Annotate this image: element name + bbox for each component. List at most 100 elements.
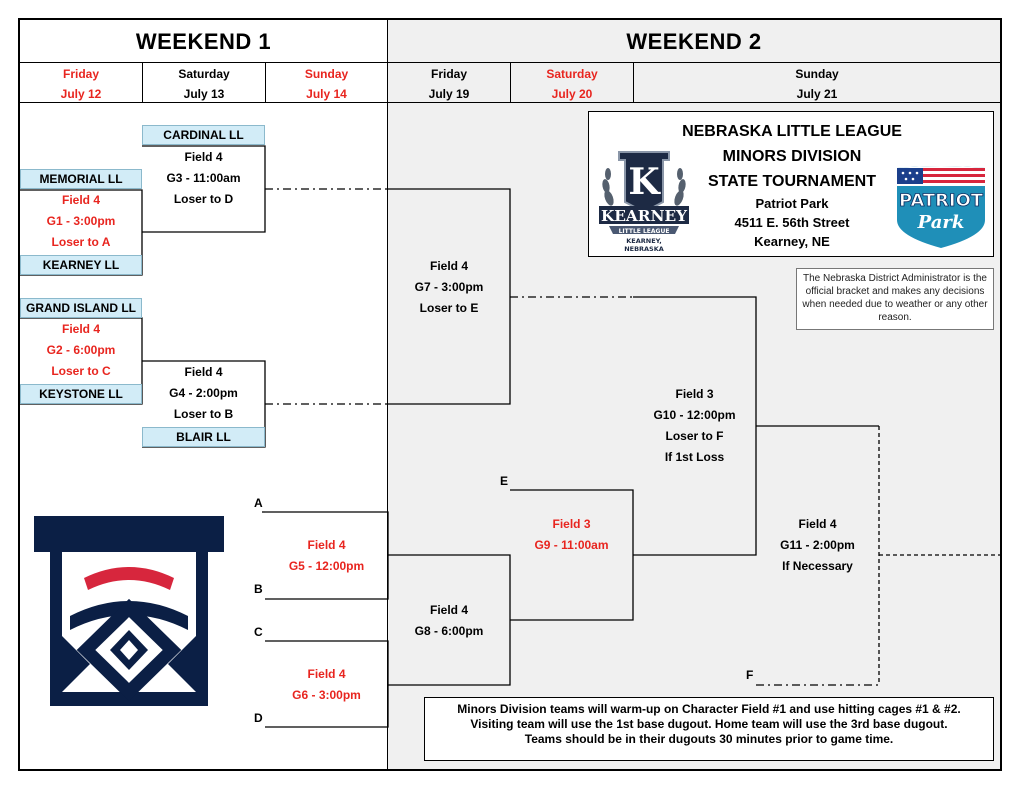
day-divider: [142, 62, 143, 103]
day-divider: [265, 62, 266, 103]
team-kearney: KEARNEY LL: [20, 255, 142, 275]
day-divider: [633, 62, 634, 103]
day-date: July 20: [551, 87, 593, 101]
game-field: Field 3: [675, 387, 714, 401]
svg-text:KEARNEY,: KEARNEY,: [626, 237, 662, 245]
game-note: Loser to C: [51, 364, 111, 378]
game-note: Loser to D: [173, 192, 234, 206]
venue-details: Patriot Park 4511 E. 56th Street Kearney…: [689, 194, 895, 251]
administrator-note: The Nebraska District Administrator is t…: [796, 268, 994, 330]
game-g6: Field 4 G6 - 3:00pm: [265, 664, 388, 706]
day-date: July 12: [60, 87, 102, 101]
game-field: Field 4: [61, 193, 100, 207]
patriot-park-logo: PATRIOT Park: [897, 166, 985, 248]
g9-bracket-line: [510, 489, 634, 621]
game-note: If 1st Loss: [664, 450, 725, 464]
game-note: Loser to A: [51, 235, 111, 249]
slot-a: A: [254, 496, 263, 510]
game-time: G2 - 6:00pm: [46, 343, 116, 357]
game-g5: Field 4 G5 - 12:00pm: [265, 535, 388, 577]
footer-notes: Minors Division teams will warm-up on Ch…: [424, 697, 994, 761]
day-name: Saturday: [178, 67, 230, 81]
game-g8: Field 4 G8 - 6:00pm: [388, 600, 510, 642]
game-field: Field 4: [61, 322, 100, 336]
game-field: Field 3: [552, 517, 591, 531]
slot-b: B: [254, 582, 263, 596]
game-time: G11 - 2:00pm: [780, 538, 855, 552]
game-note: Loser to F: [665, 429, 724, 443]
footer-line: Visiting team will use the 1st base dugo…: [470, 717, 948, 731]
day-divider: [510, 62, 511, 103]
slot-f: F: [746, 668, 754, 682]
g8-bracket-line: [388, 554, 511, 686]
footer-line: Teams should be in their dugouts 30 minu…: [524, 732, 894, 746]
team-grand-island: GRAND ISLAND LL: [20, 298, 142, 318]
tournament-title: NEBRASKA LITTLE LEAGUE MINORS DIVISION S…: [659, 119, 925, 194]
svg-text:NEBRASKA: NEBRASKA: [624, 245, 664, 253]
weekend1-title: WEEKEND 1: [135, 29, 272, 54]
day-date: July 19: [428, 87, 470, 101]
slot-d: D: [254, 711, 263, 725]
game-field: Field 4: [184, 365, 223, 379]
team-cardinal: CARDINAL LL: [142, 125, 265, 145]
svg-text:PATRIOT: PATRIOT: [899, 191, 983, 211]
svg-text:Park: Park: [917, 212, 965, 233]
slot-e: E: [500, 474, 509, 488]
tournament-title-line: STATE TOURNAMENT: [708, 173, 876, 190]
slot-c: C: [254, 625, 263, 639]
day-date: July 21: [796, 87, 838, 101]
g6-bracket-line: [265, 640, 389, 728]
game-field: Field 4: [798, 517, 837, 531]
game-time: G6 - 3:00pm: [292, 688, 361, 702]
bracket-frame: [18, 18, 1002, 771]
day-date: July 14: [306, 87, 347, 101]
team-keystone: KEYSTONE LL: [20, 384, 142, 404]
game-field: Field 4: [184, 150, 223, 164]
footer-line: Minors Division teams will warm-up on Ch…: [457, 702, 961, 716]
day-name: Friday: [430, 67, 467, 81]
game-time: G3 - 11:00am: [166, 171, 241, 185]
tournament-title-line: MINORS DIVISION: [722, 148, 862, 165]
game-time: G5 - 12:00pm: [288, 559, 365, 573]
venue-name: Patriot Park: [755, 196, 829, 211]
venue-address: 4511 E. 56th Street: [734, 215, 850, 230]
game-field: Field 4: [429, 603, 468, 617]
game-field: Field 4: [307, 667, 346, 681]
team-blair: BLAIR LL: [142, 427, 265, 447]
little-league-logo: [34, 516, 224, 706]
kearney-little-league-logo: K KEARNEY LITTLE LEAGUE KEARNEY, NEBRASK…: [599, 151, 689, 253]
svg-text:KEARNEY: KEARNEY: [601, 207, 687, 225]
day-date: July 13: [183, 87, 225, 101]
game-time: G4 - 2:00pm: [169, 386, 238, 400]
svg-text:LITTLE LEAGUE: LITTLE LEAGUE: [619, 228, 670, 235]
tournament-title-line: NEBRASKA LITTLE LEAGUE: [682, 123, 902, 140]
game-note: Loser to E: [419, 301, 479, 315]
game-note: Loser to B: [173, 407, 234, 421]
weekend2-title: WEEKEND 2: [626, 29, 762, 54]
day-name: Sunday: [304, 67, 349, 81]
svg-text:K: K: [628, 161, 661, 203]
game-time: G7 - 3:00pm: [414, 280, 484, 294]
game-field: Field 4: [429, 259, 468, 273]
game-note: If Necessary: [782, 559, 853, 573]
game-time: G8 - 6:00pm: [414, 624, 484, 638]
game-time: G10 - 12:00pm: [653, 408, 736, 422]
game-field: Field 4: [307, 538, 346, 552]
day-name: Saturday: [546, 67, 598, 81]
game-g11: Field 4 G11 - 2:00pm If Necessary: [756, 514, 879, 577]
day-name: Friday: [62, 67, 99, 81]
